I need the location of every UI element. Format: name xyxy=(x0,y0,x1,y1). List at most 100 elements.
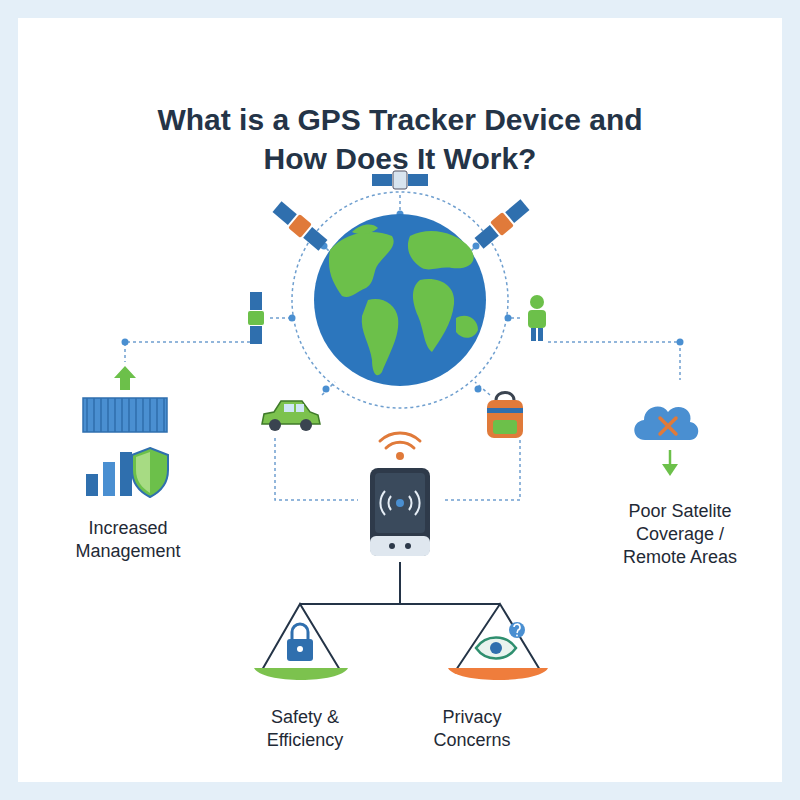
shipping-container xyxy=(83,398,167,432)
question-badge xyxy=(509,622,525,638)
wire xyxy=(125,342,250,362)
panel xyxy=(303,227,327,251)
panel xyxy=(475,225,499,249)
coverage-icons xyxy=(634,406,698,476)
body xyxy=(490,212,514,236)
panel xyxy=(408,174,428,186)
shield xyxy=(132,448,168,497)
satellite xyxy=(271,200,329,252)
satellite xyxy=(248,292,264,344)
diagram-title: What is a GPS Tracker Device and How Doe… xyxy=(140,100,660,178)
limitation-label: Poor Satelite Coverage / Remote Areas xyxy=(608,500,753,569)
scale-beam xyxy=(300,603,500,605)
car-icon xyxy=(262,401,320,431)
bar xyxy=(103,462,115,496)
body xyxy=(248,311,264,325)
junction-dots xyxy=(122,211,684,393)
dot xyxy=(122,339,129,346)
pan-label: Safety & Efficiency xyxy=(245,706,365,752)
panel xyxy=(273,201,297,225)
keyhole xyxy=(297,646,303,652)
device-case xyxy=(370,468,430,556)
continents xyxy=(329,225,478,376)
wire xyxy=(322,382,335,395)
window xyxy=(284,404,294,412)
south-america xyxy=(362,299,399,375)
satellite xyxy=(473,198,531,250)
panel xyxy=(372,174,392,186)
bar xyxy=(120,452,132,496)
eye-icon xyxy=(476,622,525,659)
dot xyxy=(475,386,482,393)
scale-strings xyxy=(262,604,540,670)
cross-mark xyxy=(660,418,676,434)
balance-scale xyxy=(254,562,548,680)
cross-line xyxy=(660,418,676,434)
leg xyxy=(531,328,536,341)
lock-icon xyxy=(287,624,313,661)
down-arrow-shaft xyxy=(669,450,672,466)
bar xyxy=(86,474,98,496)
question-dot xyxy=(516,635,518,637)
arc xyxy=(415,491,420,515)
north-america xyxy=(329,232,394,297)
management-icons xyxy=(83,366,168,497)
arc xyxy=(409,496,412,510)
dot xyxy=(473,243,480,250)
wave xyxy=(386,442,414,448)
orbit-ring xyxy=(292,192,508,408)
dot xyxy=(323,386,330,393)
up-arrow xyxy=(114,366,136,390)
signal-dot xyxy=(396,499,404,507)
pupil xyxy=(490,642,502,654)
wire xyxy=(475,382,490,395)
wire xyxy=(548,342,680,380)
dot xyxy=(505,315,512,322)
dot xyxy=(289,315,296,322)
torso xyxy=(528,310,546,328)
arc xyxy=(388,496,391,510)
pan-label: Privacy Concerns xyxy=(412,706,532,752)
string xyxy=(262,604,340,670)
pack-body xyxy=(487,400,523,438)
wire xyxy=(275,438,358,500)
head xyxy=(530,295,544,309)
left-pan xyxy=(254,668,348,680)
pocket xyxy=(493,420,517,434)
leg xyxy=(538,328,543,341)
body xyxy=(288,214,312,238)
down-arrow-head xyxy=(662,464,678,476)
device-base xyxy=(370,536,430,556)
tracker-device xyxy=(370,468,430,556)
ocean xyxy=(314,214,486,386)
wifi-icon xyxy=(380,433,420,459)
cloud xyxy=(634,406,698,440)
device-screen xyxy=(375,473,425,533)
wheel xyxy=(269,419,281,431)
dashed-wires xyxy=(125,192,680,500)
satellites xyxy=(248,171,531,344)
benefit-label: Increased Management xyxy=(48,517,208,563)
shield-shine xyxy=(136,452,150,493)
signal-arcs xyxy=(380,491,419,515)
panel xyxy=(250,292,262,310)
europe-asia xyxy=(408,231,474,269)
panel xyxy=(250,326,262,344)
person-icon xyxy=(528,295,546,341)
window xyxy=(296,404,304,412)
wheel xyxy=(300,419,312,431)
greenland xyxy=(352,225,378,235)
button xyxy=(389,543,395,549)
eye-outline xyxy=(476,638,516,659)
dot xyxy=(677,339,684,346)
arc xyxy=(380,491,385,515)
australia xyxy=(456,316,478,338)
cross-line xyxy=(660,418,676,434)
wave xyxy=(380,433,420,441)
backpack-icon xyxy=(487,393,523,439)
globe xyxy=(314,214,486,386)
wire xyxy=(442,440,520,500)
strap xyxy=(487,408,523,413)
panel xyxy=(505,199,529,223)
